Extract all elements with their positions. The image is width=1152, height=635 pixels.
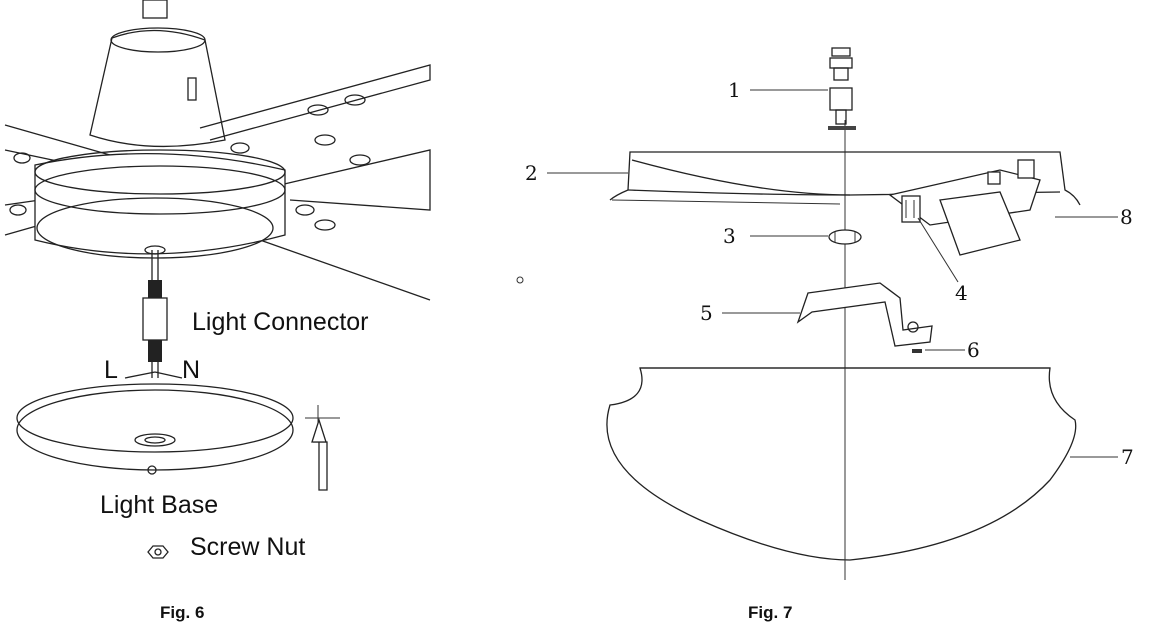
label-light-base: Light Base bbox=[100, 491, 218, 519]
callout-6: 6 bbox=[967, 338, 980, 362]
fig6-drawing bbox=[4, 0, 431, 559]
label-wire-l: L bbox=[104, 356, 118, 384]
label-light-connector: Light Connector bbox=[192, 308, 369, 336]
rod-thread-lower bbox=[148, 340, 162, 362]
label-screw-nut: Screw Nut bbox=[190, 533, 305, 561]
fig6-caption: Fig. 6 bbox=[160, 603, 204, 622]
fan-blade-right-upper bbox=[199, 64, 431, 141]
downrod bbox=[142, 0, 168, 19]
callout-5: 5 bbox=[700, 301, 713, 325]
part-3-nut bbox=[828, 229, 862, 245]
motor-housing bbox=[89, 29, 226, 148]
part-5-bracket bbox=[796, 282, 933, 347]
callout-7: 7 bbox=[1121, 445, 1134, 469]
callout-1: 1 bbox=[728, 78, 741, 102]
part-6-screw bbox=[912, 349, 922, 353]
label-wire-n: N bbox=[182, 356, 200, 384]
callout-3: 3 bbox=[723, 224, 736, 248]
part-7-glass-shade bbox=[606, 367, 1077, 561]
fig7-caption: Fig. 7 bbox=[748, 603, 792, 622]
up-arrow bbox=[311, 417, 327, 443]
callout-4: 4 bbox=[955, 281, 968, 305]
part-2-fitter bbox=[609, 151, 1081, 206]
callout-8: 8 bbox=[1120, 205, 1133, 229]
screw-nut-icon bbox=[147, 545, 169, 559]
light-base bbox=[16, 389, 294, 471]
callout-2: 2 bbox=[525, 161, 538, 185]
light-connector bbox=[142, 297, 168, 341]
fan-blade-right-lower bbox=[279, 149, 431, 211]
part-1-fitting bbox=[829, 87, 853, 111]
part-4-terminal bbox=[901, 195, 921, 223]
ballast bbox=[939, 191, 1021, 256]
rod-thread-upper bbox=[148, 280, 162, 300]
fig7-drawing bbox=[516, 47, 1118, 580]
switch-housing bbox=[34, 153, 286, 255]
